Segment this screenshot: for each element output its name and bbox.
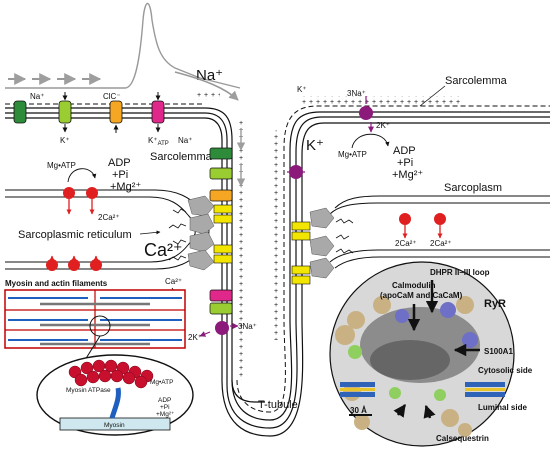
dhpr-label: DHPR II–III loop	[430, 268, 490, 277]
ca-small-label: Ca²⁺	[165, 277, 182, 286]
mgatp-left-label: Mg•ATP	[47, 161, 76, 170]
myosin-label: Myosin	[104, 422, 125, 429]
na-k-pump-top	[359, 96, 374, 133]
myosin-atpase-label: Myosin ATPase	[66, 387, 111, 394]
action-potential-trace	[5, 2, 241, 89]
sr-leader	[139, 230, 161, 235]
pi-inset-label: +Pi	[160, 404, 170, 411]
calmodulin-sub-label: (apoCaM and CaCaM)	[380, 291, 463, 300]
serca-pumps-top-left	[63, 187, 98, 215]
na-k-pump-bottom	[199, 321, 239, 337]
potassium-channel	[58, 92, 72, 133]
ttubule-bottom-inner	[226, 116, 550, 429]
sarcolemma-right-leader	[419, 85, 446, 107]
ca-release-squiggles-left	[168, 208, 187, 261]
na-right-of-katp-label: Na⁺	[178, 136, 192, 145]
dhpr-left	[213, 204, 233, 264]
pi-left-label: +Pi	[112, 169, 128, 181]
calmodulin-label: Calmodulin	[392, 281, 436, 290]
positive-charge-strip-top	[195, 92, 220, 100]
ca-release-squiggles-right	[335, 218, 354, 254]
adp-right-label: ADP	[393, 145, 416, 157]
clc-label: ClC⁻	[103, 92, 121, 101]
adp-inset-label: ADP	[158, 397, 171, 404]
katp-channel	[151, 92, 165, 133]
na-big-label: Na⁺	[196, 67, 223, 84]
ryr-structure-inset	[329, 261, 515, 447]
sodium-channel	[13, 100, 27, 124]
cytosolic-label: Cytosolic side	[478, 366, 533, 375]
positive-charge-strip-top-right	[300, 96, 460, 104]
sarcoplasmic-reticulum-right	[329, 195, 550, 269]
myosin-inset	[36, 354, 194, 436]
s100a1-label: S100A1	[484, 347, 513, 356]
na-left-label: Na⁺	[30, 92, 44, 101]
ryr-right-cluster	[309, 207, 335, 279]
mg-inset-label: +Mg²⁺	[156, 411, 175, 418]
ca-big-label: Ca²⁺	[144, 240, 183, 260]
sarcoplasm-label: Sarcoplasm	[444, 182, 502, 194]
pi-right-label: +Pi	[397, 157, 413, 169]
ttubule-bottom-inner2	[221, 122, 550, 437]
two-k-bottom-label: 2K⁺	[188, 333, 202, 342]
na-influx-arrow	[174, 71, 239, 101]
mg-right-label: +Mg²⁺	[392, 169, 423, 181]
ttubule-label: T-tubule	[258, 399, 298, 411]
two-ca-right-1-label: 2Ca²⁺	[395, 239, 417, 248]
na-k-pump-left-ttubule	[287, 165, 305, 179]
membrane-bilayer-left	[340, 382, 375, 397]
chloride-channel	[109, 100, 123, 133]
mgatp-right-label: Mg•ATP	[338, 150, 367, 159]
serca-pumps-bottom-left	[46, 255, 102, 271]
mgatp-inset-label: Mg•ATP	[150, 379, 173, 386]
two-k-top-label: 2K⁺	[376, 121, 390, 130]
dhpr-right	[291, 221, 311, 285]
membrane-bilayer-right	[465, 382, 505, 397]
three-na-top-label: 3Na⁺	[347, 89, 366, 98]
ttubule-bottom	[231, 111, 550, 421]
k-left-label: K⁺	[60, 136, 70, 145]
zoom-connector	[84, 335, 101, 361]
katp-label: K⁺ATP	[148, 136, 169, 147]
adp-left-label: ADP	[108, 157, 131, 169]
ttubule-channels	[209, 147, 233, 315]
filament-panel	[4, 289, 186, 349]
atp-arrow-right	[351, 133, 390, 149]
scale-label: 30 Å	[350, 406, 367, 415]
sr-label: Sarcoplasmic reticulum	[18, 229, 132, 241]
two-ca-left-label: 2Ca²⁺	[98, 213, 120, 222]
k-big-right-label: K⁺	[306, 137, 324, 154]
positive-charge-strip-vertical	[237, 120, 246, 380]
ryr-label: RyR	[484, 298, 506, 310]
ryr-inset-arrows	[393, 280, 480, 419]
three-na-bottom-label: 3Na⁺	[238, 322, 257, 331]
atp-arrow-left	[67, 168, 97, 183]
k-top-right-label: K⁺	[297, 85, 307, 94]
mg-left-label: +Mg²⁺	[110, 181, 141, 193]
ttubule-dashed	[236, 105, 550, 413]
two-ca-right-2-label: 2Ca²⁺	[430, 239, 452, 248]
sarcolemma-left-label: Sarcolemma	[150, 151, 213, 163]
myosin-actin-label: Myosin and actin filaments	[5, 279, 108, 288]
luminal-label: Luminal side	[478, 403, 527, 412]
ryr-left-cluster	[187, 195, 215, 271]
serca-pumps-right	[399, 213, 446, 239]
positive-charge-strip-right	[272, 130, 281, 340]
sarcolemma-right-label: Sarcolemma	[445, 75, 508, 87]
calsequestrin-label: Calsequestrin	[436, 434, 489, 443]
